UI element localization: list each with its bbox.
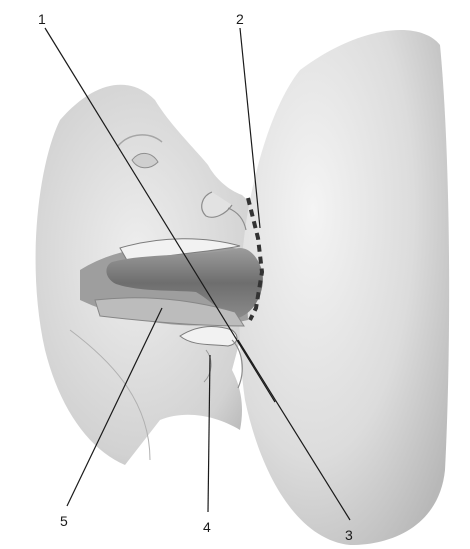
callout-label-4: 4 — [203, 520, 211, 534]
breast — [239, 30, 449, 545]
callout-label-1: 1 — [38, 12, 46, 26]
callout-label-3: 3 — [345, 528, 353, 542]
callout-label-5: 5 — [60, 514, 68, 528]
callout-label-2: 2 — [236, 12, 244, 26]
